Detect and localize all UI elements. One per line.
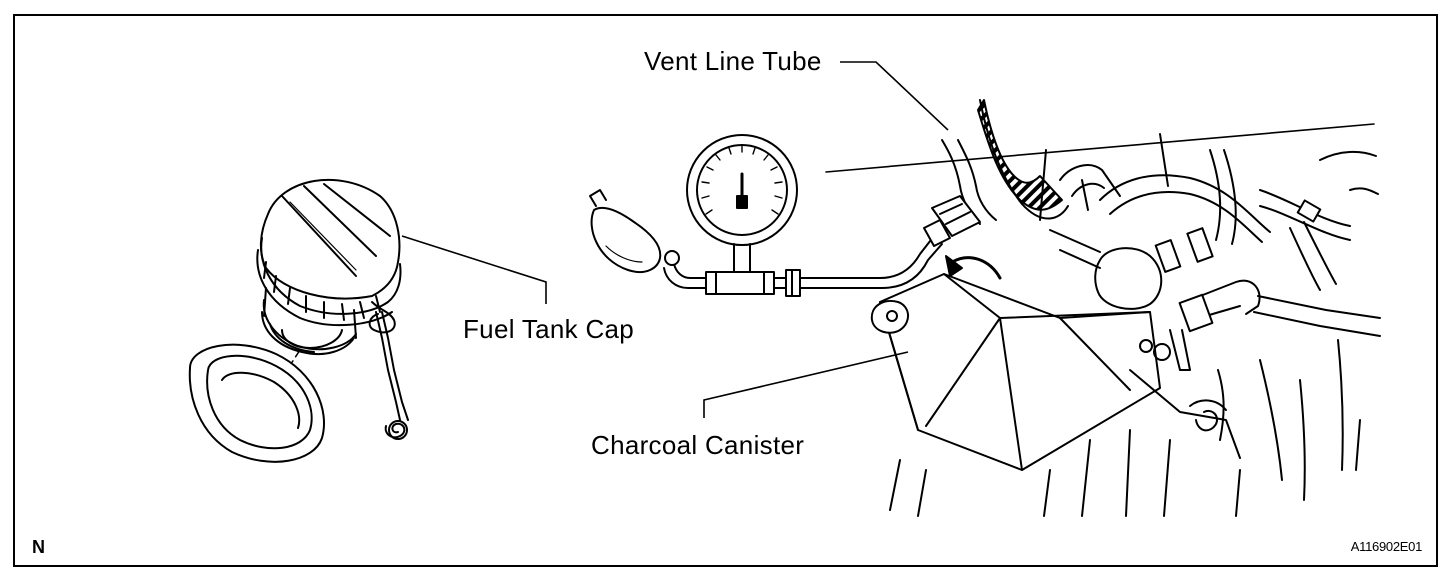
corner-mark: N — [32, 537, 45, 557]
fuel-tank-cap-leader — [401, 235, 547, 304]
engine-bay-illustration — [825, 99, 1381, 517]
charcoal-canister-label: Charcoal Canister — [591, 430, 805, 460]
fuel-tank-cap-illustration — [188, 178, 409, 463]
charcoal-canister-leader — [703, 351, 909, 418]
pressure-gauge-assembly — [589, 134, 943, 297]
vent-line-tube-leader — [840, 61, 949, 131]
figure-id: A116902E01 — [1350, 539, 1423, 554]
vent-line-tube-label: Vent Line Tube — [644, 46, 822, 76]
fuel-tank-cap-label: Fuel Tank Cap — [463, 314, 635, 344]
